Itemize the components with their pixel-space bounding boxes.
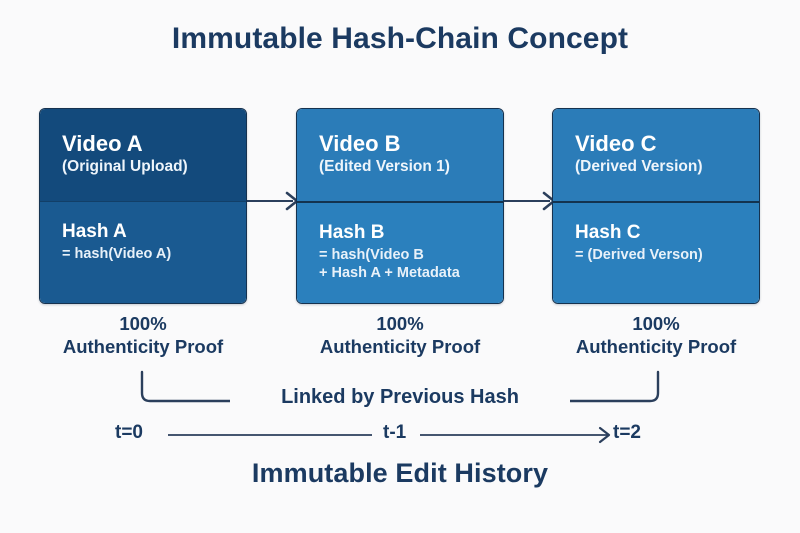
linked-by-previous-hash-label: Linked by Previous Hash [230,386,570,409]
node-video-b: Video B (Edited Version 1) Hash B = hash… [296,108,504,304]
authenticity-proof-a-percent: 100% [119,313,167,334]
node-video-c-hash-section: Hash C = (Derived Verson) [553,201,759,303]
node-video-b-header: Video B (Edited Version 1) [297,109,503,201]
node-video-b-hash-line-2: + Hash A + Metadata [319,265,460,281]
node-video-a-header: Video A (Original Upload) [40,109,246,201]
node-video-a-hash-section: Hash A = hash(Video A) [40,201,246,303]
node-video-b-hash-section: Hash B = hash(Video B + Hash A + Metadat… [297,201,503,303]
node-video-c: Video C (Derived Version) Hash C = (Deri… [552,108,760,304]
authenticity-proof-b: 100% Authenticity Proof [285,313,515,358]
authenticity-proof-a: 100% Authenticity Proof [28,313,258,358]
node-video-c-hash-line-1: = (Derived Verson) [575,247,703,263]
timeline-mark-2: t=2 [613,422,641,443]
node-video-c-subtitle: (Derived Version) [575,158,703,175]
node-video-a-hash-line-1: = hash(Video A) [62,246,172,262]
timeline-mark-0: t=0 [115,422,143,443]
node-video-b-hash-line-1: = hash(Video B [319,247,424,263]
page-title: Immutable Hash-Chain Concept [171,22,629,55]
node-video-c-title: Video C [575,131,657,156]
authenticity-proof-c: 100% Authenticity Proof [541,313,771,358]
node-video-c-header: Video C (Derived Version) [553,109,759,201]
node-video-b-title: Video B [319,131,401,156]
timeline-mark-1: t-1 [383,422,407,443]
node-video-a-hash-title: Hash A [62,221,127,242]
authenticity-proof-c-label: Authenticity Proof [575,336,737,357]
node-video-c-hash-title: Hash C [575,222,641,243]
node-video-a: Video A (Original Upload) Hash A = hash(… [39,108,247,304]
authenticity-proof-b-label: Authenticity Proof [319,336,481,357]
authenticity-proof-a-label: Authenticity Proof [62,336,224,357]
timeline-axis [168,426,611,444]
node-video-b-subtitle: (Edited Version 1) [319,158,450,175]
authenticity-proof-c-percent: 100% [632,313,680,334]
node-video-a-subtitle: (Original Upload) [62,158,188,175]
authenticity-proof-b-percent: 100% [376,313,424,334]
footer-title: Immutable Edit History [251,458,549,488]
node-video-a-title: Video A [62,131,143,156]
node-video-b-hash-title: Hash B [319,222,385,243]
